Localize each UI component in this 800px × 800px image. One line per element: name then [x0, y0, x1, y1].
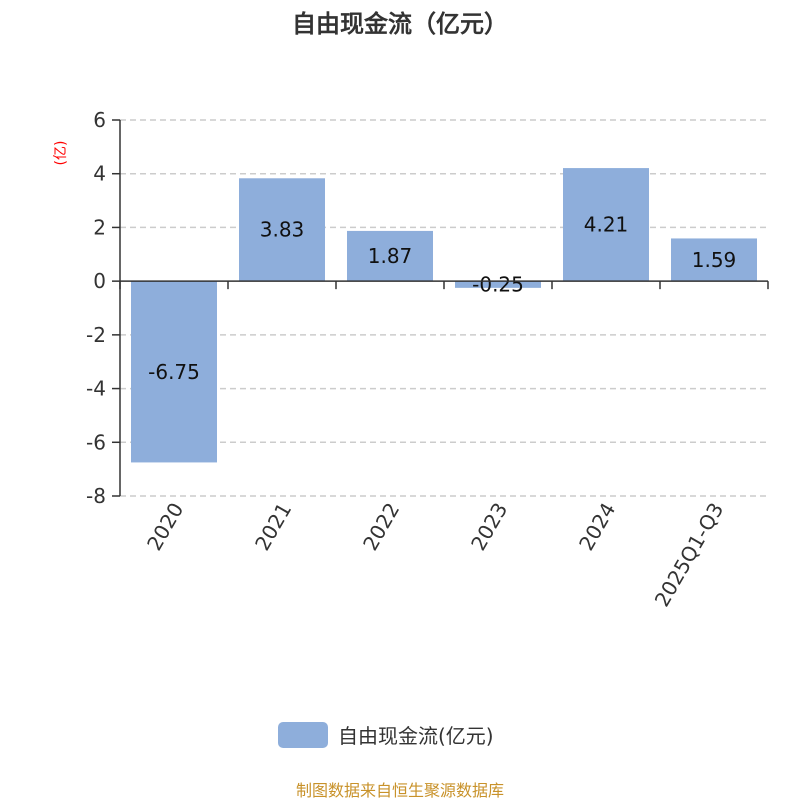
x-tick-label: 2022: [358, 499, 404, 555]
bar: [671, 238, 757, 282]
x-tick-label: 2021: [250, 499, 296, 555]
bar: [131, 281, 217, 463]
footer-source: 制图数据来自恒生聚源数据库: [296, 781, 504, 800]
legend[interactable]: 自由现金流(亿元): [278, 722, 494, 748]
y-tick-label: 0: [93, 269, 106, 293]
data-label: 1.87: [368, 244, 413, 268]
data-label: -0.25: [472, 273, 524, 297]
y-tick-label: 4: [93, 162, 106, 186]
x-tick-label: 2020: [142, 499, 188, 555]
data-label: 3.83: [260, 218, 305, 242]
x-tick-label: 2025Q1-Q3: [650, 499, 729, 611]
y-tick-label: -6: [86, 430, 106, 454]
gridlines: [120, 119, 768, 497]
bar: [239, 178, 325, 282]
bar: [563, 168, 649, 282]
bar: [347, 230, 433, 282]
legend-swatch: [278, 722, 328, 748]
y-tick-label: -2: [86, 323, 106, 347]
chart-title: 自由现金流（亿元）: [292, 10, 508, 38]
data-label: 1.59: [692, 248, 737, 272]
y-axis-label: (亿): [53, 141, 69, 166]
y-tick-label: -4: [86, 377, 106, 401]
data-label: -6.75: [148, 360, 200, 384]
y-tick-label: 6: [93, 108, 106, 132]
data-label: 4.21: [584, 213, 629, 237]
legend-label: 自由现金流(亿元): [338, 724, 494, 748]
y-tick-label: 2: [93, 215, 106, 239]
bar: [455, 281, 541, 288]
bars: -6.75 3.83 1.87 -0.25 4.21 1.59: [131, 168, 757, 463]
x-tick-label: 2024: [574, 499, 620, 555]
y-tick-label: -8: [86, 484, 106, 508]
x-tick-label: 2023: [466, 499, 512, 555]
